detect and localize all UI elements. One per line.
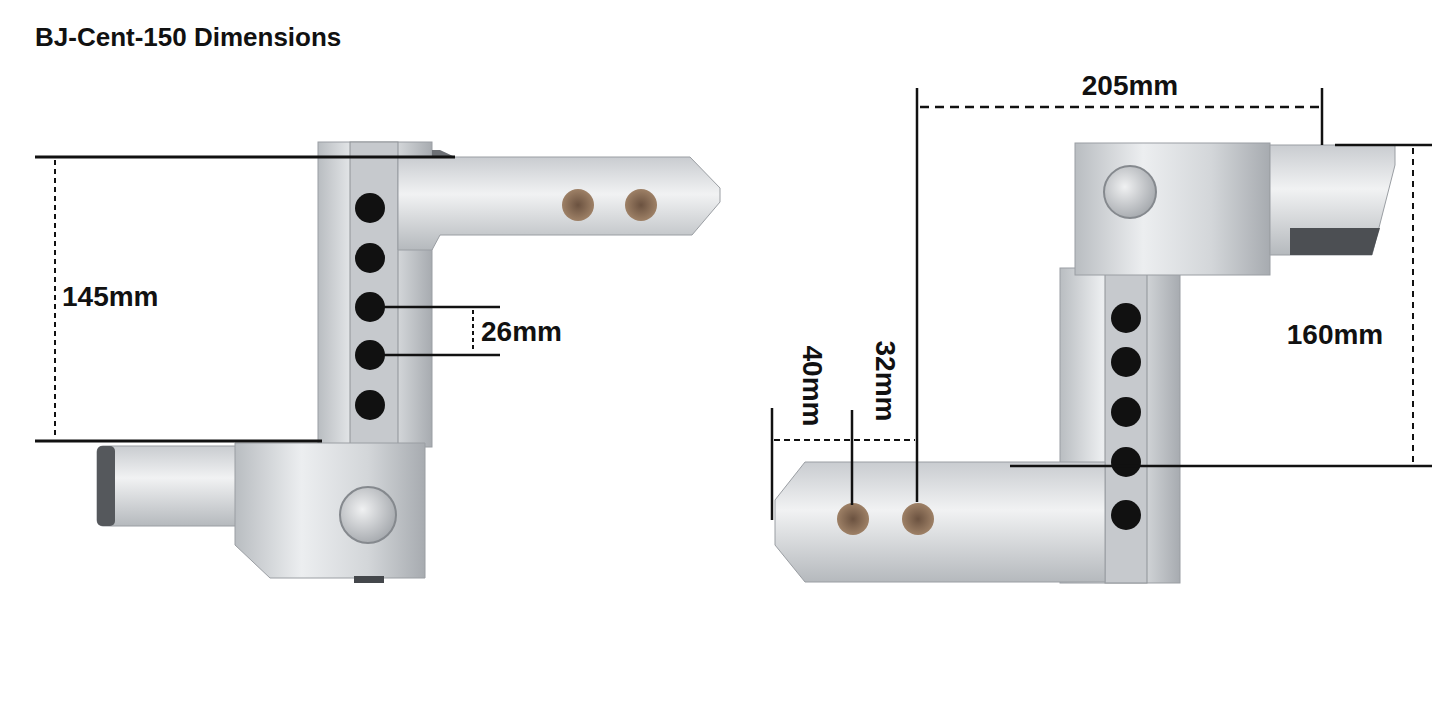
dimension-label: 205mm: [1082, 72, 1179, 100]
ear-shadow: [1290, 228, 1380, 255]
right-hitch: [775, 143, 1395, 583]
tube-end: [97, 446, 115, 526]
ball-hole: [902, 503, 934, 535]
dimension-label: 40mm: [798, 346, 826, 427]
label-holder: 160mm: [1287, 321, 1384, 349]
dimension-label: 32mm: [871, 341, 899, 422]
label-holder: 205mm: [1082, 72, 1179, 100]
ball-hole: [625, 189, 657, 221]
dimension-lines: [35, 88, 1432, 520]
tube-ear: [1270, 145, 1395, 255]
pin-holes: [1111, 303, 1141, 530]
title-holder: BJ-Cent-150 Dimensions: [35, 24, 341, 50]
receiver-tube: [97, 446, 242, 526]
label-holder: 40mm: [798, 346, 826, 427]
lock-pin: [340, 487, 396, 543]
left-hitch: [97, 142, 720, 583]
receiver-block: [235, 443, 425, 578]
label-holder: 32mm: [871, 341, 899, 422]
shank-channel: [350, 142, 398, 447]
ball-arm: [775, 462, 1105, 582]
label-holder: 26mm: [481, 318, 562, 346]
dimension-label: 26mm: [481, 318, 562, 346]
dimension-label: 160mm: [1287, 321, 1384, 349]
lock-pin: [1104, 166, 1156, 218]
dimension-label: 145mm: [62, 283, 159, 311]
shank-channel: [1105, 268, 1147, 583]
pin-base: [354, 576, 384, 583]
ball-hole: [837, 503, 869, 535]
ball-hole: [562, 189, 594, 221]
receiver-block: [1075, 143, 1270, 275]
ball-arm: [398, 157, 720, 250]
label-holder: 145mm: [62, 283, 159, 311]
diagram-title: BJ-Cent-150 Dimensions: [35, 24, 341, 50]
